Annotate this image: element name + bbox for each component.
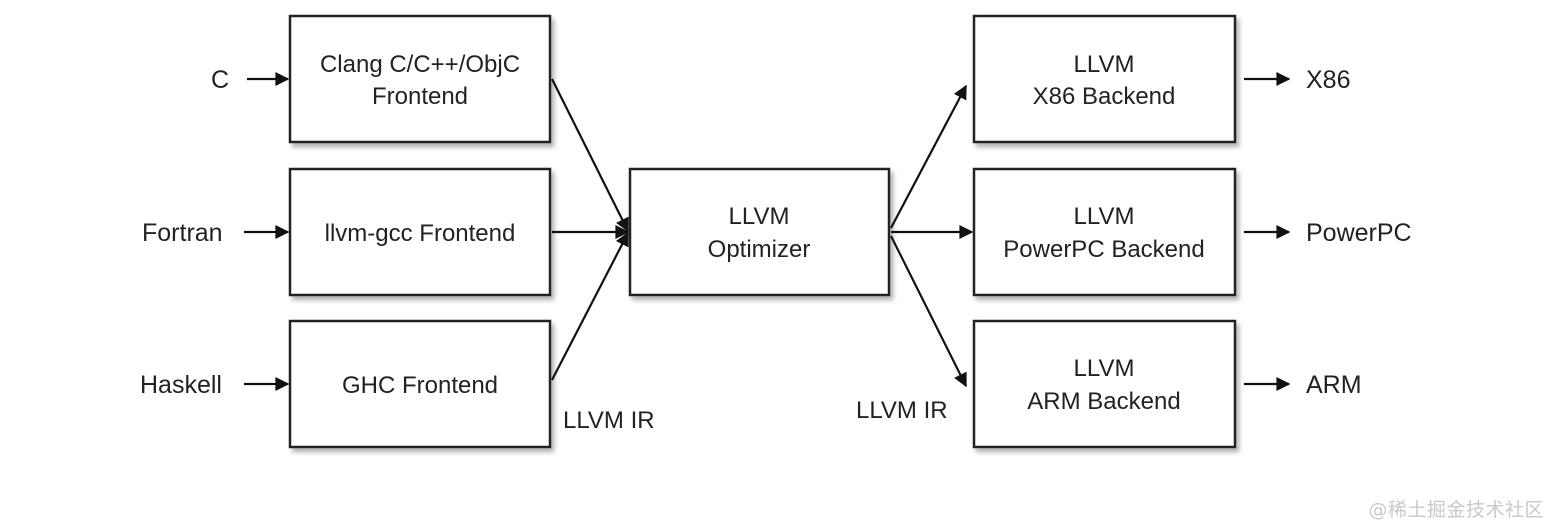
output-label-powerpc: PowerPC (1306, 219, 1412, 247)
frontend-llvm-gcc-label: llvm-gcc Frontend (325, 220, 516, 247)
arrow-optimizer-to-x86 (890, 84, 967, 229)
frontend-llvm-gcc-box: llvm-gcc Frontend (288, 167, 552, 297)
output-label-arm: ARM (1306, 371, 1362, 399)
optimizer-line1: LLVM (729, 203, 790, 230)
frontend-ghc-label: GHC Frontend (342, 372, 498, 399)
backend-powerpc-line1: LLVM (1074, 203, 1135, 230)
backend-x86-box: LLVM X86 Backend (972, 14, 1237, 144)
input-label-fortran: Fortran (142, 219, 223, 247)
optimizer-line2: Optimizer (708, 236, 811, 263)
watermark-text: @稀土掘金技术社区 (1368, 499, 1544, 521)
input-label-haskell: Haskell (140, 371, 222, 399)
frontend-clang-box: Clang C/C++/ObjC Frontend (288, 14, 552, 144)
backend-x86-line1: LLVM (1074, 51, 1135, 78)
backend-arm-line2: ARM Backend (1027, 388, 1180, 415)
arrow-optimizer-to-arm (890, 235, 967, 388)
arrow-clang-to-optimizer (551, 78, 629, 233)
arrow-ghc-to-optimizer (551, 231, 629, 381)
ir-label-right: LLVM IR (856, 397, 948, 424)
backend-arm-box: LLVM ARM Backend (972, 319, 1237, 449)
input-label-c: C (211, 66, 229, 94)
optimizer-box: LLVM Optimizer (628, 167, 891, 297)
ir-label-left: LLVM IR (563, 407, 655, 434)
frontend-clang-line2: Frontend (372, 83, 468, 110)
backend-powerpc-box: LLVM PowerPC Backend (972, 167, 1237, 297)
frontend-clang-line1: Clang C/C++/ObjC (320, 51, 520, 78)
frontend-ghc-box: GHC Frontend (288, 319, 552, 449)
backend-powerpc-line2: PowerPC Backend (1003, 236, 1204, 263)
backend-x86-line2: X86 Backend (1033, 83, 1176, 110)
output-label-x86: X86 (1306, 66, 1350, 94)
backend-arm-line1: LLVM (1074, 355, 1135, 382)
